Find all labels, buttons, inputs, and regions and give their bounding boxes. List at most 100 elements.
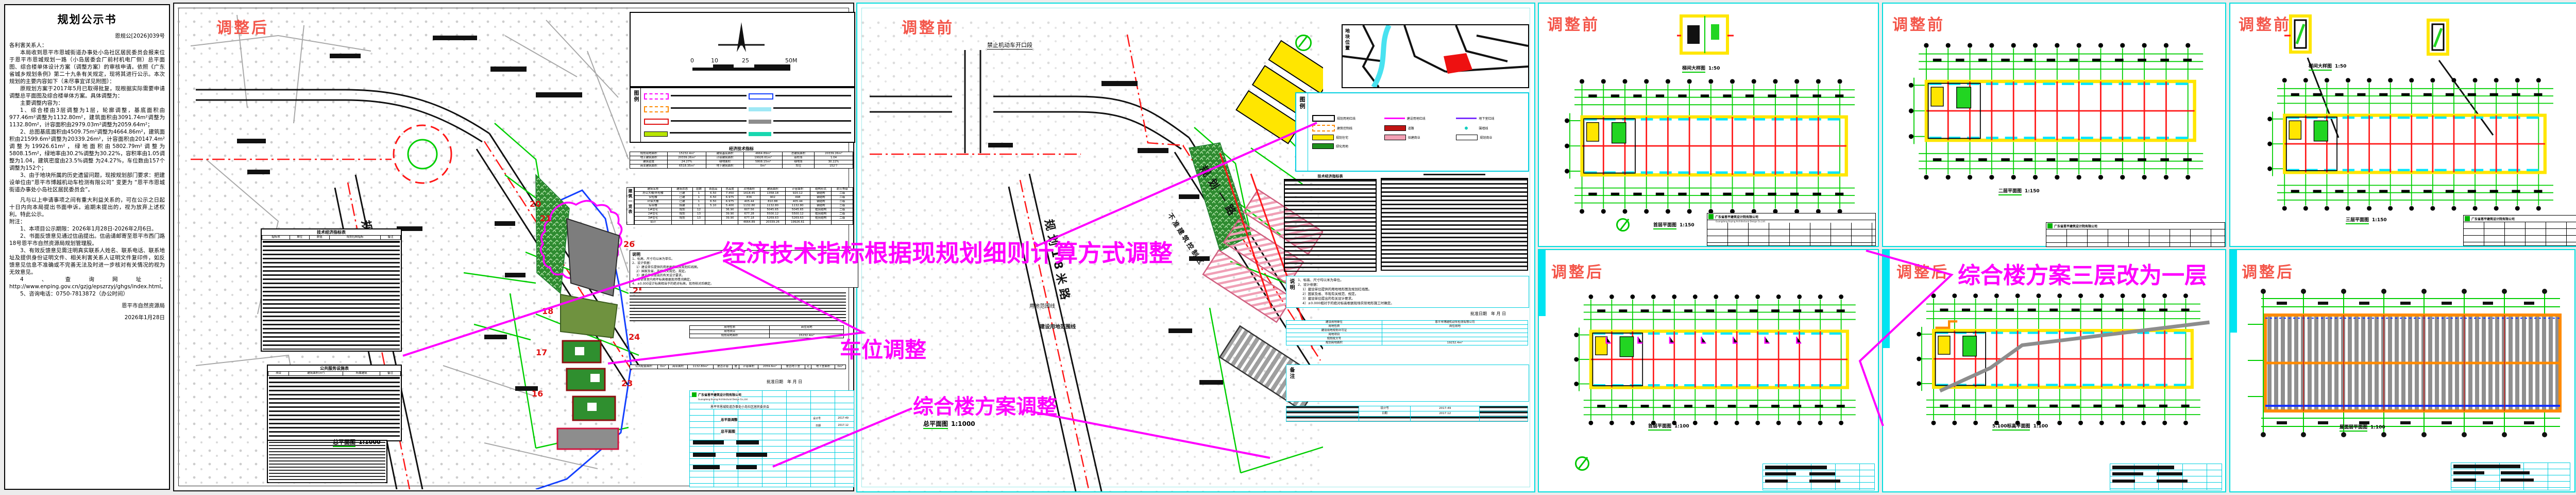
- approve-date: 批准日期 年 月 日: [1470, 311, 1506, 316]
- table-cell: 1358.18: [760, 191, 786, 196]
- north-arrow: [1616, 218, 1630, 232]
- roundabout-inner: [407, 139, 438, 170]
- table-cell: [704, 212, 722, 217]
- company-logo: [1708, 214, 1714, 219]
- table-header-cell: 备注: [379, 371, 401, 376]
- table-cell: 框剪结构: [809, 212, 832, 217]
- table-cell: 规划批文号: [1286, 337, 1382, 341]
- table-cell: 建设用地规划许可证: [1286, 328, 1382, 333]
- table-header-cell: 建筑面积(m²): [289, 371, 344, 376]
- status-tag: 调整前: [2239, 16, 2291, 34]
- doc-paragraph: 1、综合楼由3层调整为1层，轮廓调整，基底面积由977.46m²调整为1132.…: [9, 107, 165, 128]
- table-cell: 已建: [671, 191, 693, 196]
- table-cell: 810.88: [760, 200, 786, 204]
- status-tag: 调整前: [1547, 16, 1600, 34]
- table-cell: 用地性质: [689, 325, 770, 330]
- doc-notes-label: 附注：: [9, 219, 26, 225]
- svg-text:17: 17: [536, 348, 547, 357]
- table-cell: 677.18: [738, 216, 760, 221]
- table-cell: 1132.80: [785, 204, 810, 208]
- table-cell: 二级: [831, 208, 853, 212]
- table-cell: 二级: [831, 200, 853, 204]
- table-cell: 405.44: [738, 200, 760, 204]
- table-cell: 4664.89m²: [743, 152, 783, 156]
- note-line: 4）±0.000相对于的绝对标高根据现场实际地形施工时确定。: [1302, 301, 1394, 305]
- table-cell: [809, 220, 832, 225]
- table-cell: 1: [692, 204, 705, 208]
- planning-notice-document: 规划公示书 恩规公[2026]039号 各利害关系人： 本局收到恩平市恩城街道办…: [4, 4, 170, 490]
- table-cell: 容积率: [782, 156, 815, 160]
- date-label: 日期: [815, 424, 821, 427]
- remark-label: 备注: [1289, 367, 1294, 380]
- table-cell: 地上建筑面积: [629, 156, 668, 160]
- building-table-title: 建筑一览表: [626, 187, 634, 225]
- job-name: 总平面调整: [721, 417, 738, 422]
- doc-note: 3、有效反馈意见需注明真实联系人姓名、联系电话、联系地址及提供身份证明文件、相关…: [9, 248, 165, 275]
- note-line: 2、设计依据：: [1298, 283, 1320, 287]
- note-line: 3）建设单位提出的有关设计要求。: [636, 274, 685, 277]
- table-header-cell: 首层高: [704, 187, 722, 192]
- table-cell: 钢结构: [809, 204, 832, 208]
- table-cell: 规划用地面积: [1286, 341, 1382, 345]
- status-tag: 调整前: [1892, 16, 1945, 34]
- table-cell: 是否地下室: [781, 365, 805, 369]
- table-cell: 5.10: [704, 204, 722, 208]
- landuse-form: 建设用地单位恩平市博越机动车检测有限公司用地性质商住用地建设用地规划许可证用地项…: [1286, 320, 1529, 345]
- svg-text:50M: 50M: [785, 57, 798, 64]
- table-header-cell: 单位: [289, 235, 310, 240]
- table-cell: 15232.4m²: [769, 334, 844, 338]
- background-streets: [190, 14, 629, 469]
- table-cell: 建设用地单位: [1286, 320, 1382, 325]
- table-cell: 19926.61: [785, 220, 810, 225]
- table-cell: 7.450: [721, 191, 739, 196]
- table-cell: 836: [738, 195, 760, 200]
- allocation-tables: [267, 440, 387, 483]
- sheet-siteplan-after[interactable]: 调整后: [173, 3, 858, 491]
- svg-text:10: 10: [711, 57, 718, 64]
- legend-items: [641, 88, 854, 142]
- table-cell: [692, 220, 705, 225]
- status-tag: 调整前: [902, 19, 954, 37]
- doc-note: 1、本项目公示期限：2026年1月28日-2026年2月6日。: [20, 226, 157, 232]
- table-header-cell: 计容面积: [785, 187, 810, 192]
- stair-detail-right: [2422, 16, 2454, 63]
- table-cell: 地下室面积: [811, 365, 835, 369]
- table-row: 规划批文号: [1286, 337, 1529, 341]
- floorplan-drawing: [1546, 76, 1874, 216]
- table-cell: 6.975: [721, 195, 739, 200]
- table-cell: [1381, 333, 1529, 337]
- table-header-cell: 结构形式: [809, 187, 832, 192]
- table-cell: 已建: [671, 200, 693, 204]
- table-cell: 24.27%: [667, 160, 707, 164]
- north-arrow: [1575, 456, 1589, 471]
- table-header-cell: 总高度: [721, 187, 739, 192]
- table-cell: 1: [692, 200, 705, 204]
- company-name: 广东省恩平建筑设计院有限公司: [1715, 215, 1759, 219]
- doc-note: 5、咨询电话：0750-7813872（办公时间）: [20, 291, 128, 297]
- table-cell: 6.50: [704, 191, 722, 196]
- table-title: 技术经济指标表: [317, 230, 346, 235]
- doc-paragraph: 凡与以上申请事项之间有重大利益关系的，可在公示之日起十日内向本局提出书面申诉。逾…: [9, 197, 165, 218]
- table-cell: 0m²: [657, 365, 669, 369]
- table-cell: 车位: [782, 164, 815, 169]
- table-cell: [721, 220, 739, 225]
- table-cell: 二级: [831, 216, 853, 221]
- doc-note: 2、书面反馈意见通过信函提出。信函请邮寄至恩平市西门路18号恩平市自然资源局规划…: [9, 233, 165, 246]
- table-cell: 地下建筑面积: [706, 164, 744, 169]
- note-line: 1、标高、尺寸均以米为单位。: [1298, 278, 1344, 282]
- table-cell: 5269.63: [785, 216, 810, 221]
- annotation-parking: 车位调整: [840, 337, 927, 362]
- svg-text:18: 18: [542, 306, 553, 316]
- status-tag: 调整后: [216, 19, 269, 37]
